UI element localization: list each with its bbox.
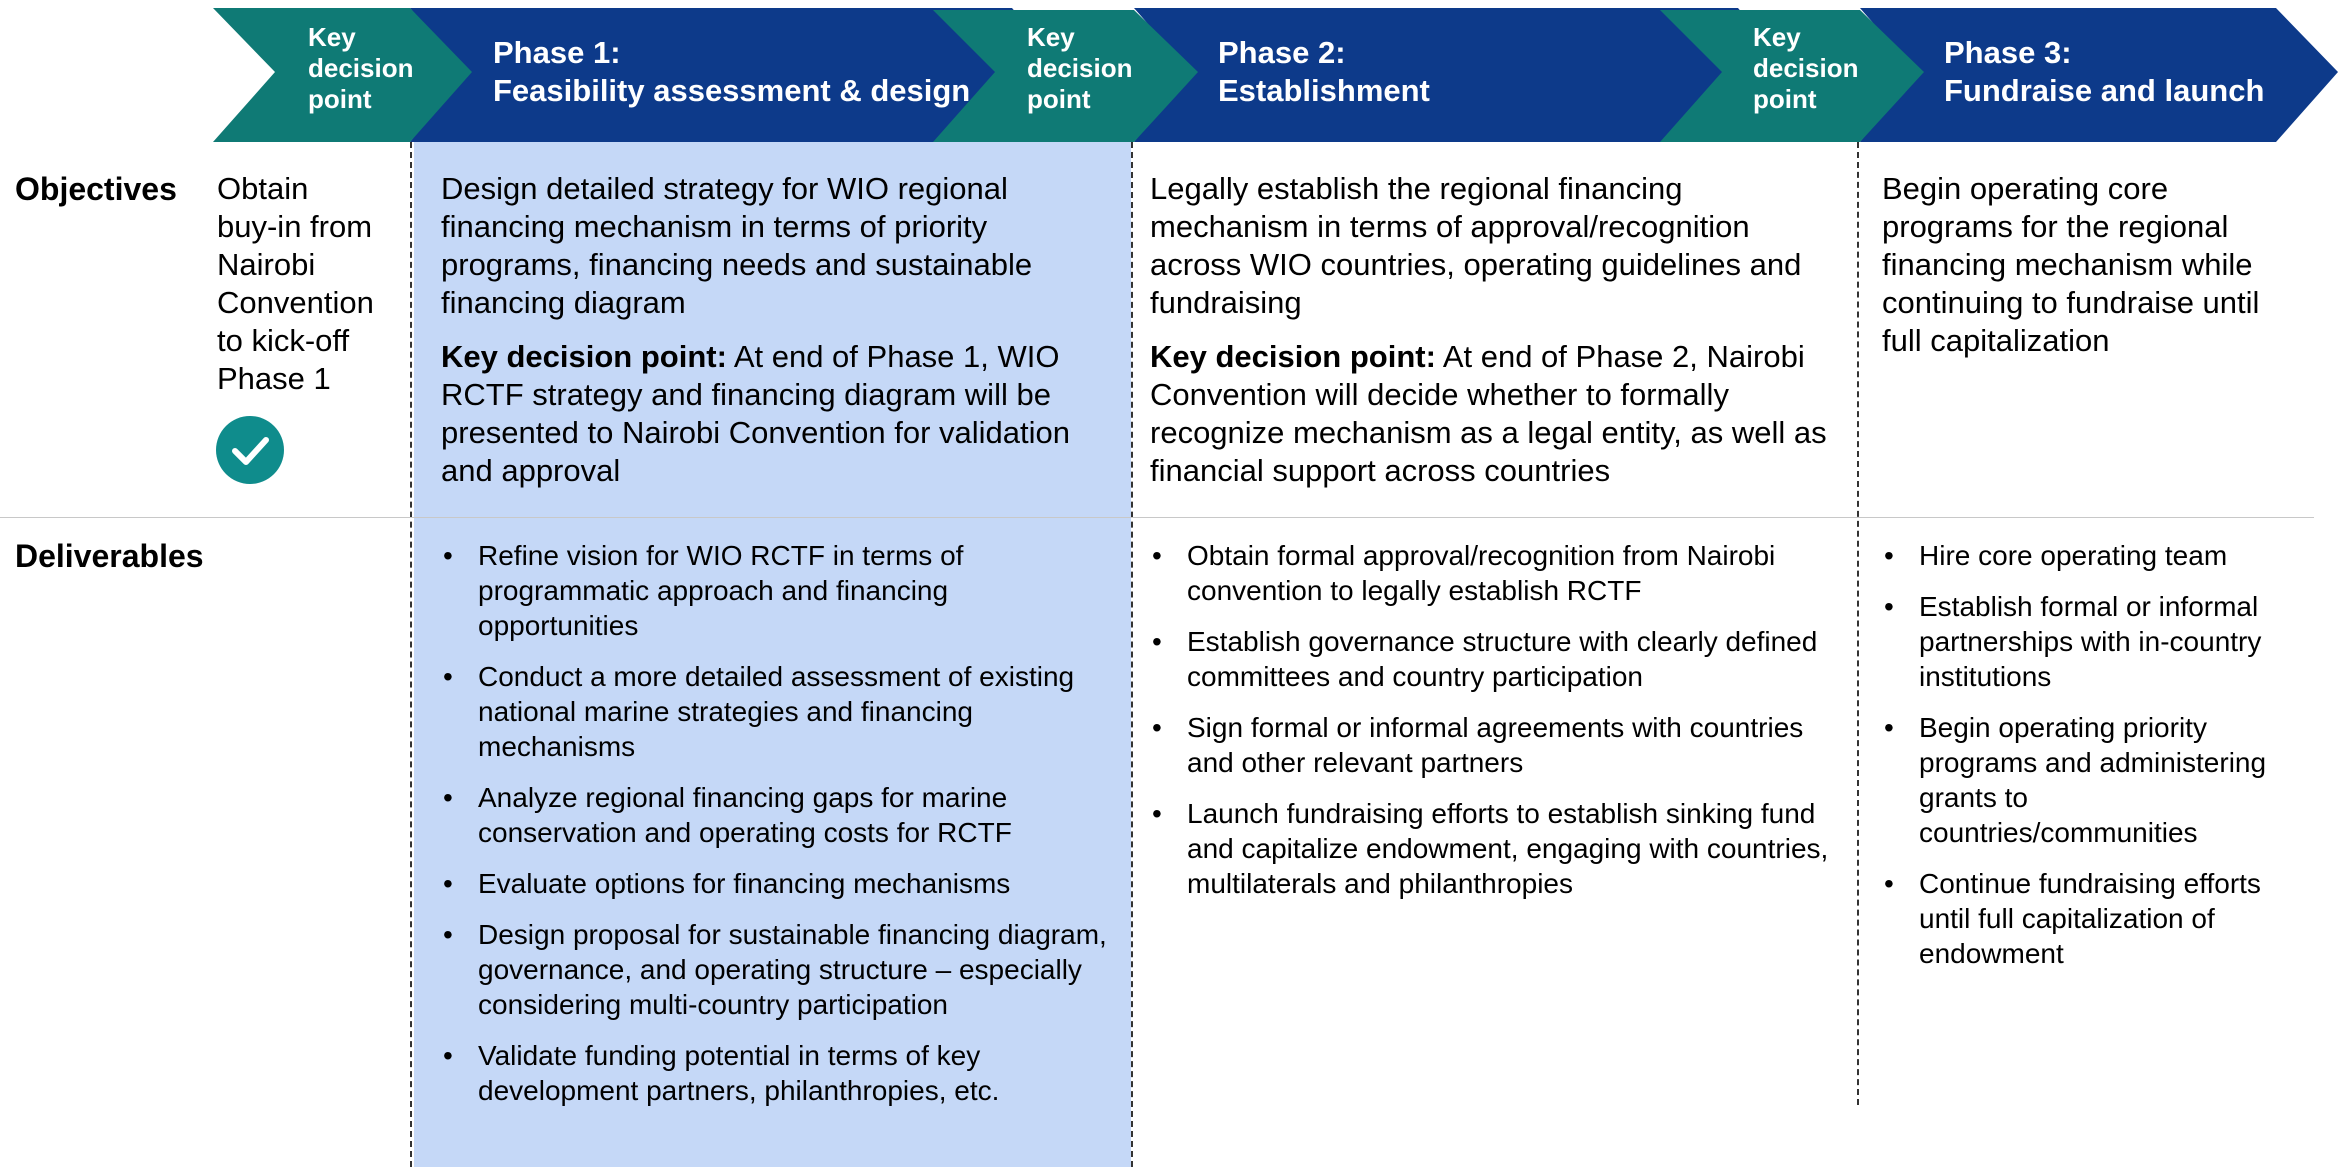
phase3-deliverables: Hire core operating team Establish forma… — [1882, 538, 2302, 987]
key-decision-chevron-1 — [213, 8, 472, 142]
list-item: Obtain formal approval/recognition from … — [1150, 538, 1840, 608]
row-separator — [0, 517, 2314, 518]
divider-phase2-phase3 — [1857, 142, 1859, 1105]
phase2-chevron — [1134, 8, 1792, 142]
list-item: Design proposal for sustainable financin… — [441, 917, 1111, 1022]
phase2-deliverables: Obtain formal approval/recognition from … — [1150, 538, 1840, 917]
phase1-header: Phase 1:Feasibility assessment & design — [493, 35, 971, 108]
phase3-objective: Begin operating core programs for the re… — [1882, 171, 2260, 358]
list-item: Begin operating priority programs and ad… — [1882, 710, 2302, 850]
phase1-objective: Design detailed strategy for WIO regiona… — [441, 170, 1111, 490]
phase2-key-decision: Key decision point: At end of Phase 2, N… — [1150, 339, 1827, 488]
phase3-chevron — [1860, 8, 2338, 142]
list-item: Hire core operating team — [1882, 538, 2302, 573]
list-item: Sign formal or informal agreements with … — [1150, 710, 1840, 780]
list-item: Analyze regional financing gaps for mari… — [441, 780, 1111, 850]
phase1-key-decision: Key decision point: At end of Phase 1, W… — [441, 339, 1070, 488]
objectives-row-label: Objectives — [15, 171, 177, 207]
phase1-chevron — [410, 8, 1068, 142]
list-item: Launch fundraising efforts to establish … — [1150, 796, 1840, 901]
divider-phase1-phase2 — [1131, 142, 1133, 1167]
phase1-deliverables: Refine vision for WIO RCTF in terms of p… — [441, 538, 1111, 1124]
list-item: Establish formal or informal partnership… — [1882, 589, 2302, 694]
list-item: Establish governance structure with clea… — [1150, 624, 1840, 694]
divider-kickoff-phase1 — [410, 142, 412, 1167]
phase2-objective: Legally establish the regional financing… — [1150, 170, 1840, 490]
list-item: Validate funding potential in terms of k… — [441, 1038, 1111, 1108]
list-item: Conduct a more detailed assessment of ex… — [441, 659, 1111, 764]
list-item: Continue fundraising efforts until full … — [1882, 866, 2302, 971]
phase2-header: Phase 2:Establishment — [1218, 35, 1430, 108]
phase3-header: Phase 3:Fundraise and launch — [1944, 35, 2265, 108]
list-item: Evaluate options for financing mechanism… — [441, 866, 1111, 901]
checkmark-circle-icon — [216, 416, 284, 484]
deliverables-row-label: Deliverables — [15, 538, 204, 574]
phase-chevron-bar — [213, 8, 2338, 142]
key-decision-chevron-3 — [1660, 10, 1924, 142]
key-decision-chevron-2 — [933, 10, 1198, 142]
kickoff-objective: Obtain buy-in from Nairobi Convention to… — [217, 171, 374, 396]
list-item: Refine vision for WIO RCTF in terms of p… — [441, 538, 1111, 643]
